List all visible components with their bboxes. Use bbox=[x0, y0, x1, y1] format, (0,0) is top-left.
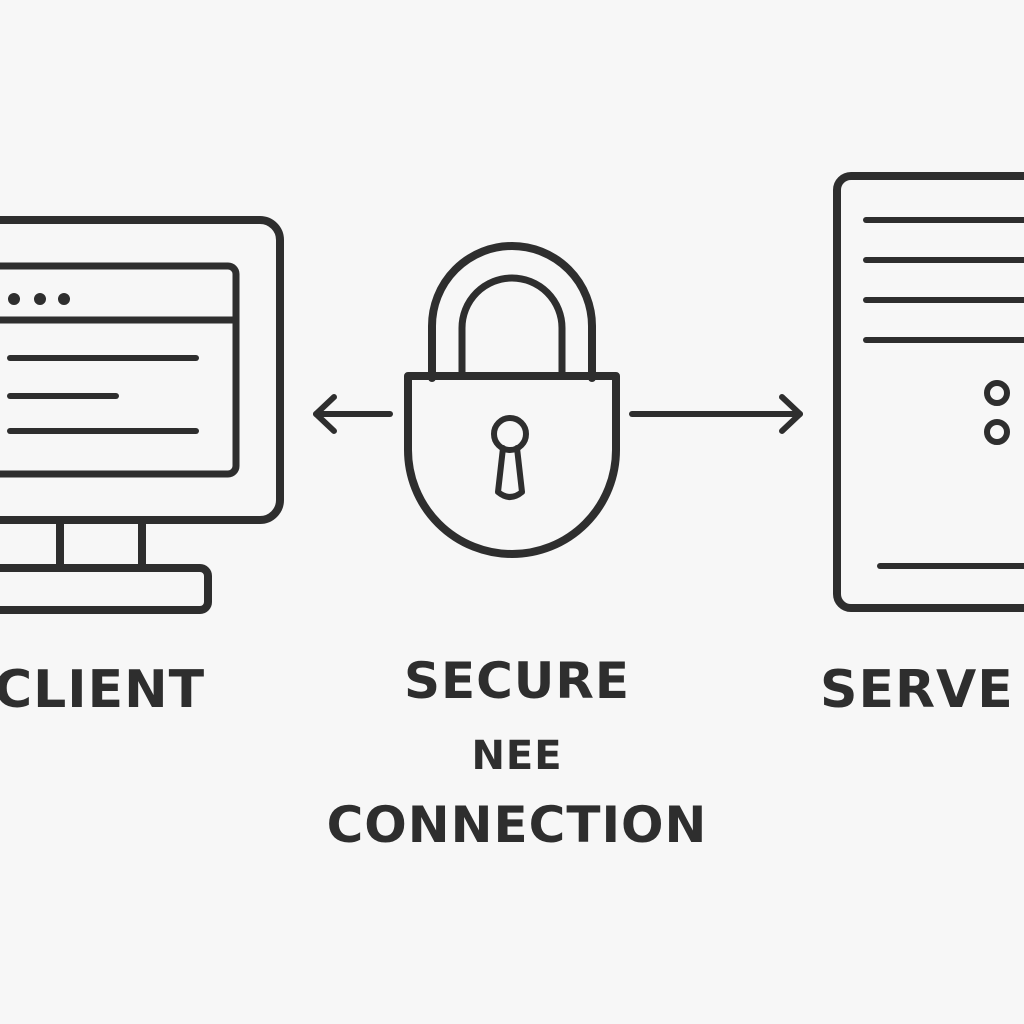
arrow-right-icon bbox=[629, 394, 803, 434]
server-label: SERVE bbox=[820, 660, 1014, 720]
client-label: CLIENT bbox=[0, 660, 206, 720]
arrow-left-icon bbox=[313, 394, 393, 434]
connection-label-line-1: SECURE bbox=[403, 652, 631, 710]
server-tower-icon bbox=[833, 172, 1024, 612]
padlock-icon bbox=[404, 242, 620, 558]
connection-label-line-2: NEE bbox=[471, 733, 563, 779]
desktop-monitor-icon bbox=[0, 216, 284, 614]
connection-label-line-3: CONNECTION bbox=[326, 796, 708, 854]
